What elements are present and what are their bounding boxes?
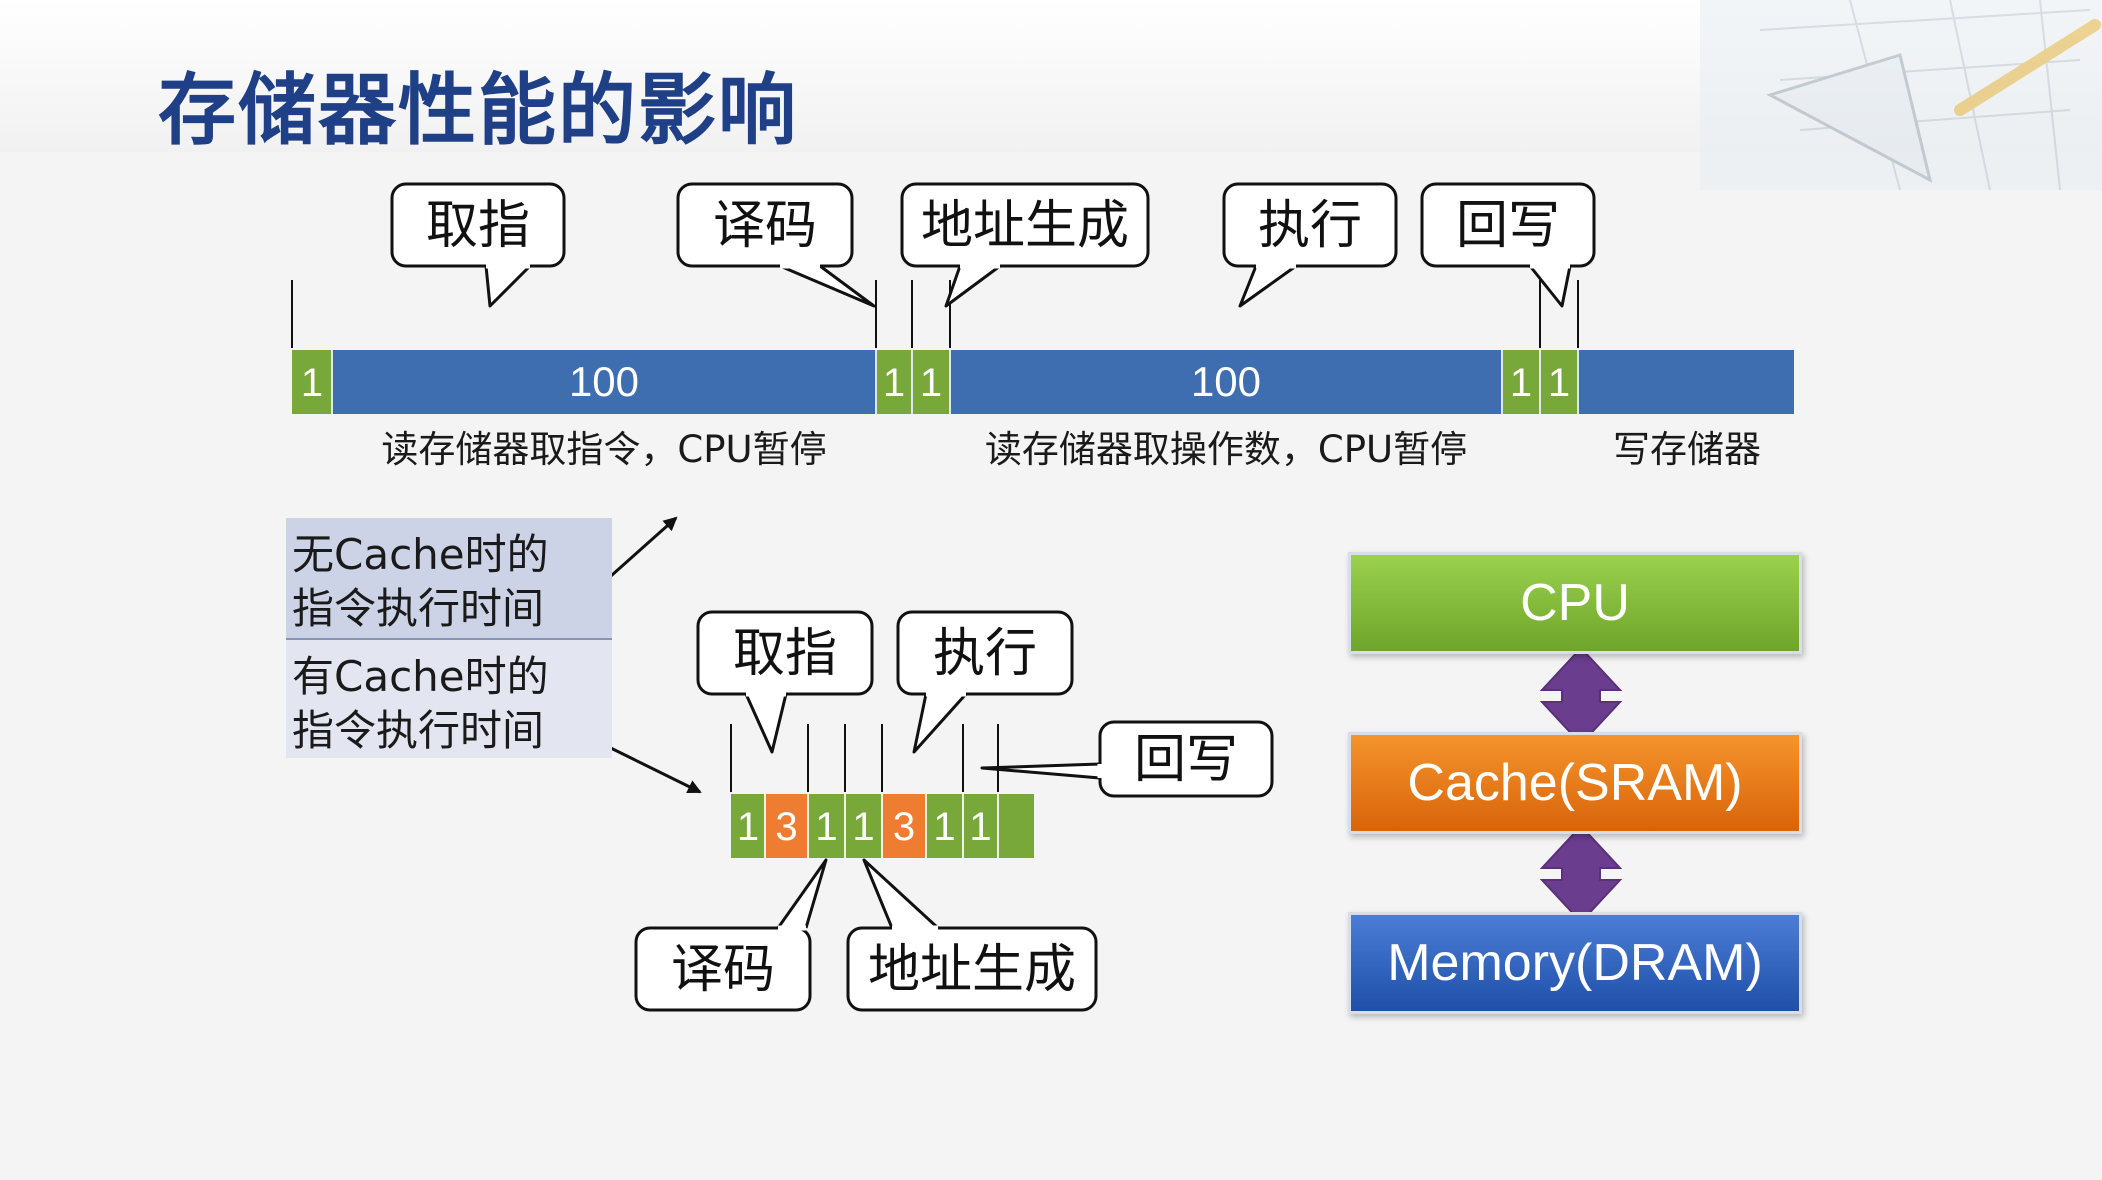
no-cache-segment <box>332 350 876 414</box>
no-cache-segment-label: 100 <box>1191 358 1261 405</box>
cpu-box: CPU <box>1348 552 1802 654</box>
with-cache-callout: 译码 <box>634 858 828 1012</box>
with-cache-callout: 地址生成 <box>846 858 1098 1012</box>
no-cache-segment-label: 1 <box>1510 361 1532 405</box>
with-cache-callout: 回写 <box>980 720 1274 798</box>
with-cache-segment <box>731 794 765 858</box>
with-cache-segment <box>765 794 808 858</box>
decorative-drafting-image <box>1700 0 2102 191</box>
no-cache-segment <box>912 350 950 414</box>
with-cache-segment-label: 1 <box>969 805 991 849</box>
no-cache-segment-label: 1 <box>1548 361 1570 405</box>
no-cache-callout-label: 执行 <box>1258 196 1362 256</box>
no-cache-segment <box>1578 350 1794 414</box>
with-cache-segment-label: 3 <box>775 805 797 849</box>
with-cache-callout-label: 回写 <box>1134 730 1238 790</box>
no-cache-callout-label: 地址生成 <box>921 196 1129 256</box>
with-cache-callout-label: 执行 <box>933 624 1037 684</box>
no-cache-caption: 读存储器取操作数，CPU暂停 <box>985 428 1467 471</box>
no-cache-ticks <box>291 280 1579 348</box>
with-cache-segment-label: 1 <box>737 805 759 849</box>
with-cache-ticks <box>730 724 999 792</box>
no-cache-segment-label: 1 <box>920 361 942 405</box>
with-cache-segment-label: 1 <box>933 805 955 849</box>
cache-memory-double-arrow <box>1539 824 1623 924</box>
no-cache-callouts: 取指 译码 地址生成 执行 回写 <box>390 182 1596 308</box>
with-cache-segment-label: 1 <box>815 805 837 849</box>
no-cache-segment <box>1502 350 1540 414</box>
with-cache-legend: 有Cache时的 指令执行时间 <box>286 640 612 758</box>
no-cache-callout: 回写 <box>1420 182 1596 308</box>
no-cache-legend: 无Cache时的 指令执行时间 <box>286 518 612 640</box>
no-cache-caption: 写存储器 <box>1613 428 1761 471</box>
with-cache-callout: 执行 <box>896 610 1074 754</box>
cpu-cache-double-arrow <box>1539 646 1623 746</box>
no-cache-segment-label: 1 <box>301 361 323 405</box>
with-cache-callout: 取指 <box>696 610 874 754</box>
with-cache-segment-label: 3 <box>893 805 915 849</box>
with-cache-label-line1: 有Cache时的 <box>292 652 549 701</box>
with-cache-segment <box>963 794 998 858</box>
no-cache-callout-label: 取指 <box>426 196 530 256</box>
no-cache-callout: 地址生成 <box>900 182 1150 308</box>
no-cache-label-line1: 无Cache时的 <box>292 530 549 579</box>
no-cache-caption: 读存储器取指令，CPU暂停 <box>381 428 826 471</box>
no-cache-segment <box>876 350 912 414</box>
no-cache-callout-label: 回写 <box>1456 196 1560 256</box>
no-cache-callout-label: 译码 <box>713 196 817 256</box>
memory-box: Memory(DRAM) <box>1348 912 1802 1014</box>
no-cache-segment <box>1540 350 1578 414</box>
cache-box: Cache(SRAM) <box>1348 732 1802 834</box>
with-cache-callout-label: 译码 <box>671 940 775 1000</box>
with-cache-callout-label: 取指 <box>733 624 837 684</box>
no-cache-callout: 执行 <box>1222 182 1398 308</box>
with-cache-label-line2: 指令执行时间 <box>292 706 545 755</box>
with-cache-segment-label: 1 <box>852 805 874 849</box>
no-cache-label-line2: 指令执行时间 <box>292 584 545 633</box>
with-cache-segment <box>882 794 926 858</box>
with-cache-segment <box>926 794 963 858</box>
with-cache-callout-label: 地址生成 <box>868 940 1076 1000</box>
no-cache-segment-label: 100 <box>569 358 639 405</box>
slide-title: 存储器性能的影响 <box>158 66 799 156</box>
no-cache-segment <box>950 350 1502 414</box>
with-cache-segment <box>845 794 882 858</box>
with-cache-segment <box>808 794 845 858</box>
no-cache-segment <box>292 350 332 414</box>
no-cache-captions: 读存储器取指令，CPU暂停 读存储器取操作数，CPU暂停 写存储器 <box>381 428 1761 471</box>
no-cache-callout: 译码 <box>676 182 876 308</box>
no-cache-callout: 取指 <box>390 182 566 308</box>
no-cache-segment-label: 1 <box>883 361 905 405</box>
with-cache-segment <box>998 794 1034 858</box>
